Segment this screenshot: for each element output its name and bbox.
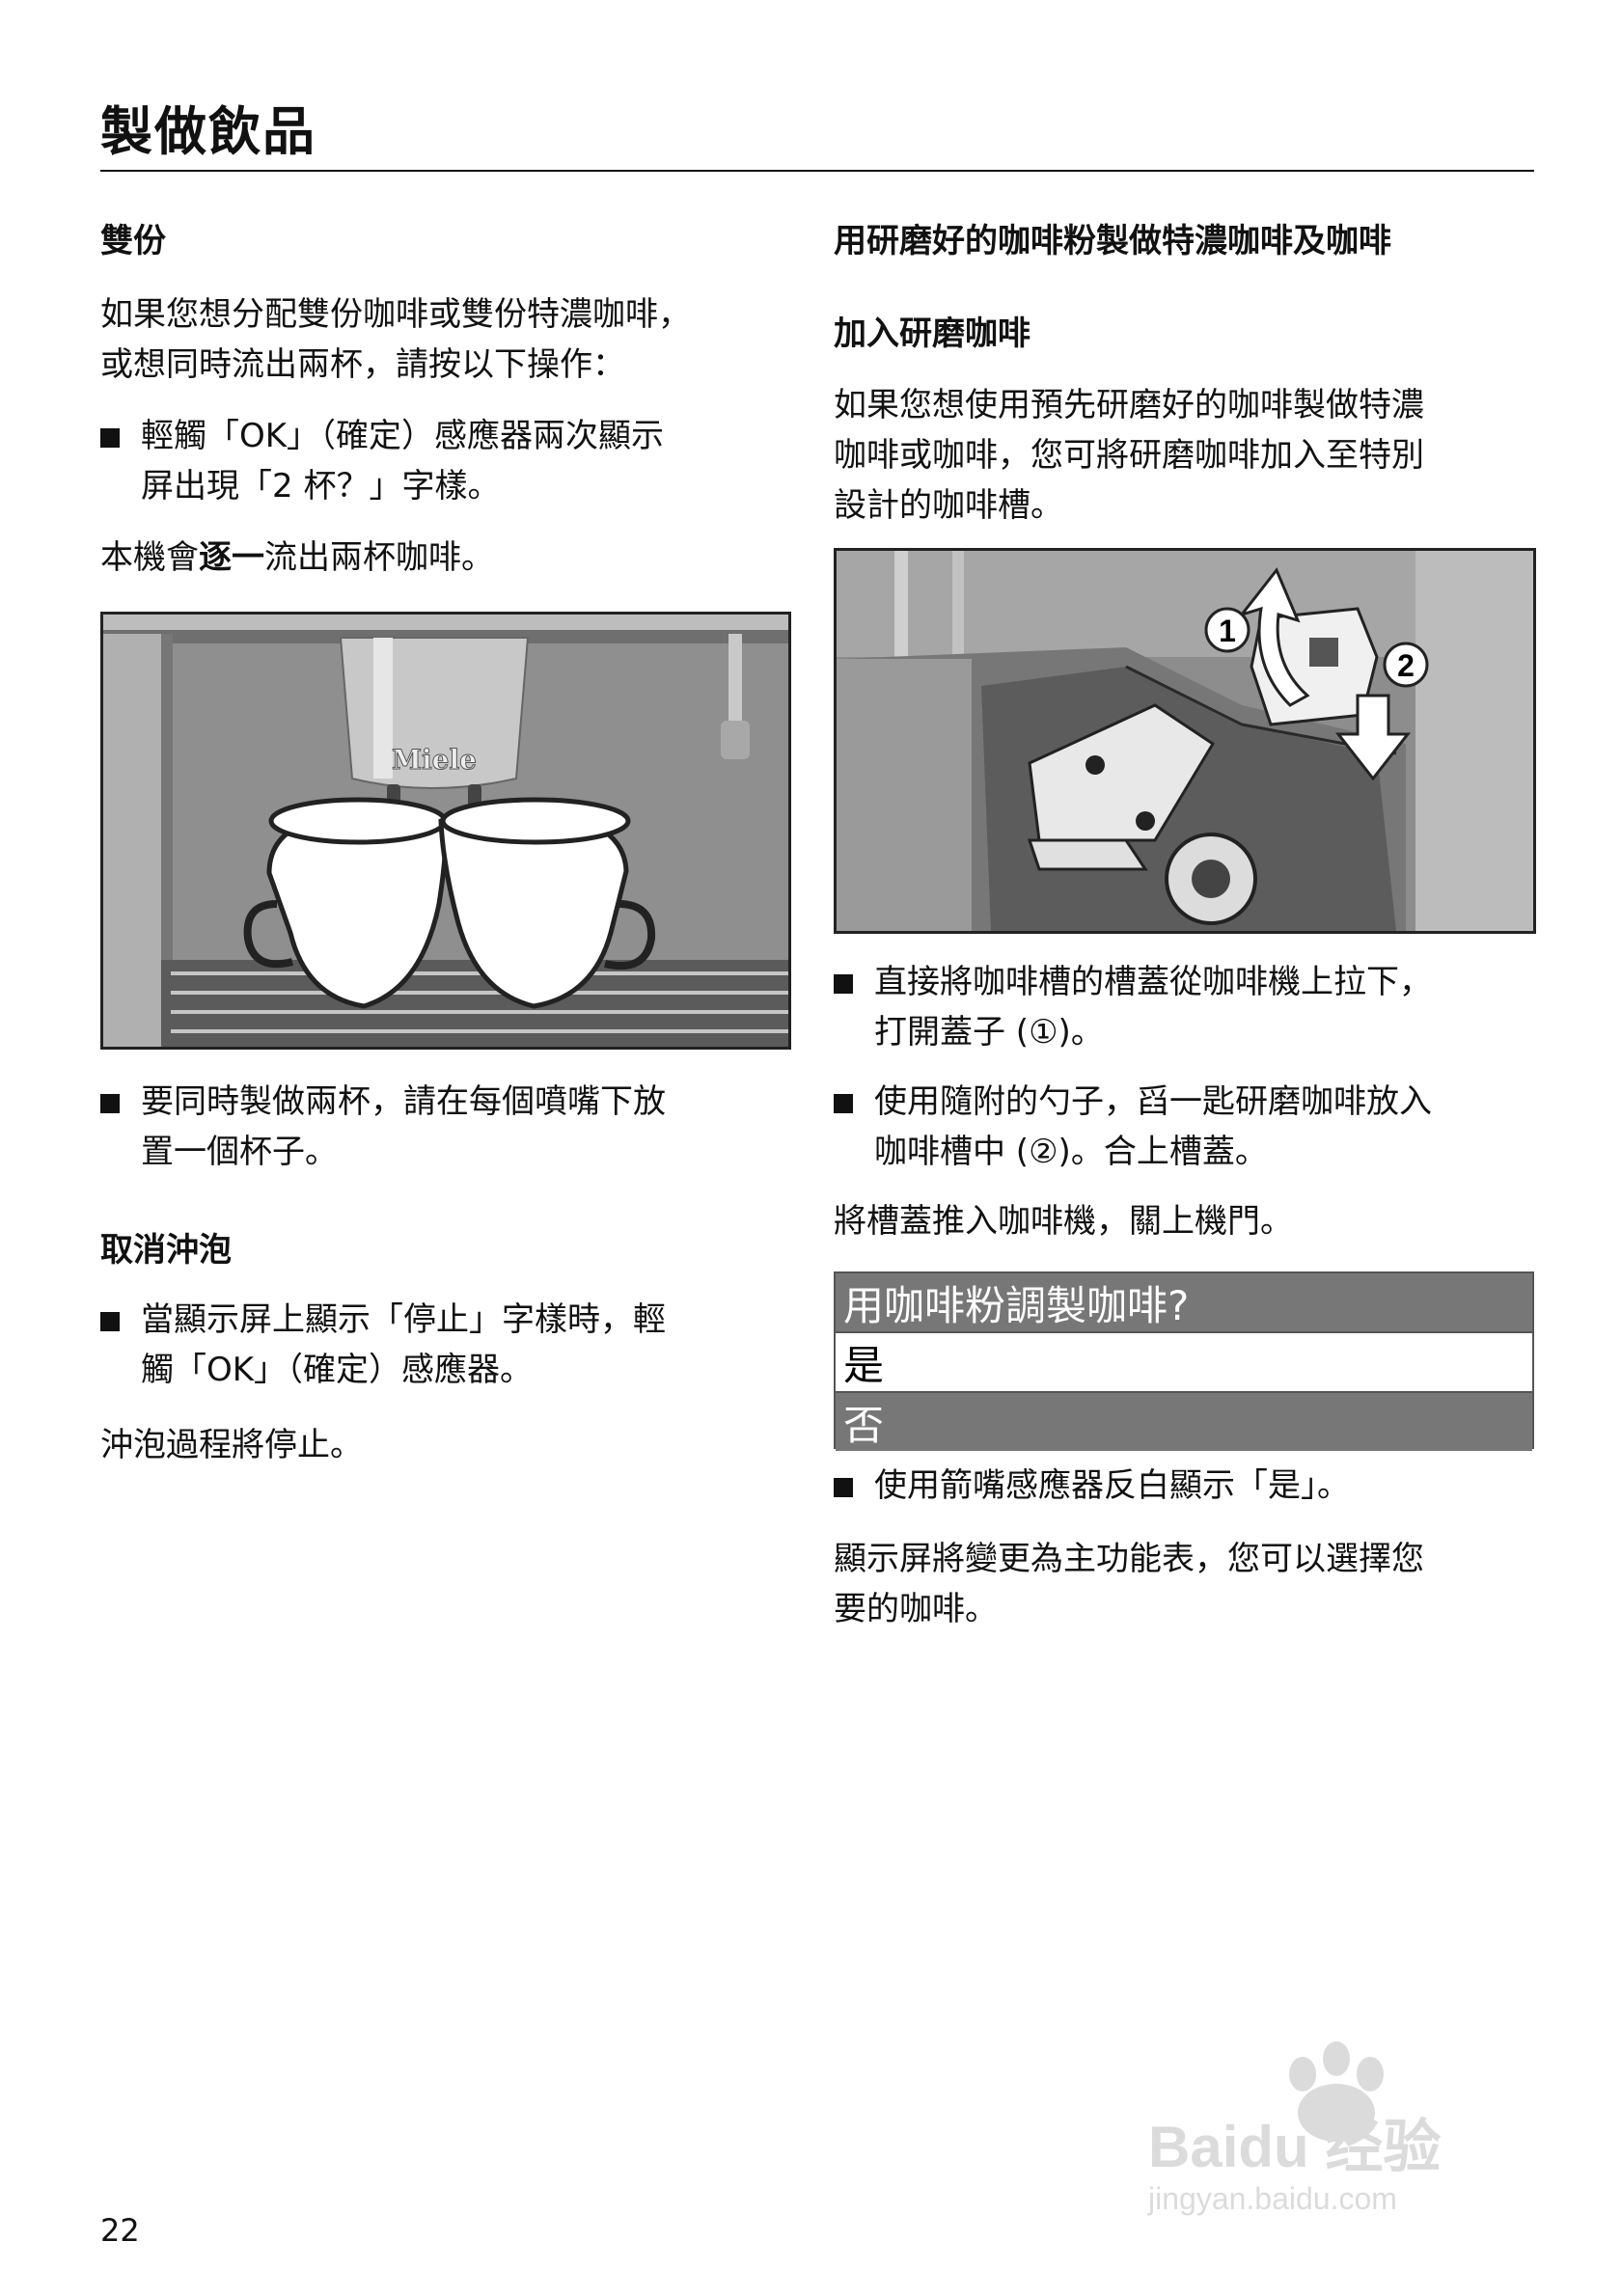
- double-intro-line2: 或想同時流出兩杯，請按以下操作：: [100, 345, 625, 384]
- watermark-url: jingyan.baidu.com: [1147, 2181, 1397, 2216]
- section-heading-double: 雙份: [100, 222, 166, 260]
- bullet-line2: 打開蓋子 (①)。: [874, 1013, 1104, 1052]
- bullet-square-icon: [100, 1312, 120, 1331]
- bullet-square-icon: [834, 1478, 853, 1497]
- double-intro: 如果您想分配雙份咖啡或雙份特濃咖啡， 或想同時流出兩杯，請按以下操作：: [100, 289, 795, 390]
- outro-line2: 要的咖啡。: [834, 1590, 998, 1628]
- bullet-line1: 輕觸「OK」（確定）感應器兩次顯示: [141, 417, 665, 455]
- cancel-result: 沖泡過程將停止。: [100, 1426, 363, 1464]
- subheading-add-ground-coffee: 加入研磨咖啡: [834, 314, 1030, 353]
- bullet-line1: 直接將咖啡槽的槽蓋從咖啡機上拉下，: [874, 963, 1432, 1001]
- bullet-line2: 咖啡槽中 (②)。合上槽蓋。: [874, 1133, 1268, 1171]
- bullet-touch-ok-twice: 輕觸「OK」（確定）感應器兩次顯示 屏出現「2 杯？」字樣。: [100, 411, 797, 511]
- main-menu-note: 顯示屏將變更為主功能表，您可以選擇您 要的咖啡。: [834, 1534, 1544, 1634]
- callout-2-icon: [1383, 642, 1429, 688]
- section-heading-ground-coffee: 用研磨好的咖啡粉製做特濃咖啡及咖啡: [834, 222, 1391, 260]
- device-display: 用咖啡粉調製咖啡? 是 否: [834, 1271, 1534, 1451]
- bullet-touch-ok-stop: 當顯示屏上顯示「停止」字樣時，輕 觸「OK」（確定）感應器。: [100, 1295, 797, 1395]
- bullet-square-icon: [100, 428, 120, 448]
- bullet-line1: 使用箭嘴感應器反白顯示「是」。: [874, 1466, 1350, 1505]
- intro-line3: 設計的咖啡槽。: [834, 486, 1063, 525]
- bullet-line1: 使用隨附的勺子，舀一匙研磨咖啡放入: [874, 1082, 1432, 1121]
- ground-coffee-intro: 如果您想使用預先研磨好的咖啡製做特濃 咖啡或咖啡，您可將研磨咖啡加入至特別 設計…: [834, 380, 1544, 531]
- note-prefix: 本機會: [100, 538, 199, 577]
- callout-1-label: 1: [1219, 614, 1236, 648]
- bullet-line1: 要同時製做兩杯，請在每個噴嘴下放: [141, 1082, 666, 1121]
- title-divider: [100, 170, 1534, 172]
- outro-line1: 顯示屏將變更為主功能表，您可以選擇您: [834, 1540, 1424, 1578]
- display-option-no[interactable]: 否: [836, 1393, 1532, 1451]
- two-cups-figure: Miele: [100, 612, 791, 1050]
- bullet-add-coffee: 使用隨附的勺子，舀一匙研磨咖啡放入 咖啡槽中 (②)。合上槽蓋。: [834, 1077, 1550, 1177]
- note-suffix: 流出兩杯咖啡。: [264, 538, 494, 577]
- bullet-line1: 當顯示屏上顯示「停止」字樣時，輕: [141, 1300, 666, 1339]
- note-bold: 逐一: [199, 538, 264, 577]
- two-cups-illustration: Miele: [103, 615, 788, 1047]
- bullet-open-lid: 直接將咖啡槽的槽蓋從咖啡機上拉下， 打開蓋子 (①)。: [834, 957, 1550, 1057]
- intro-line1: 如果您想使用預先研磨好的咖啡製做特濃: [834, 386, 1424, 424]
- display-option-yes[interactable]: 是: [836, 1331, 1532, 1393]
- bullet-place-two-cups: 要同時製做兩杯，請在每個噴嘴下放 置一個杯子。: [100, 1077, 797, 1177]
- intro-line2: 咖啡或咖啡，您可將研磨咖啡加入至特別: [834, 436, 1424, 475]
- coffee-chute-figure: 1 2: [834, 548, 1536, 934]
- double-intro-line1: 如果您想分配雙份咖啡或雙份特濃咖啡，: [100, 295, 691, 334]
- bullet-square-icon: [834, 1094, 853, 1113]
- one-after-another-note: 本機會逐一流出兩杯咖啡。: [100, 533, 795, 583]
- bullet-line2: 屏出現「2 杯？」字樣。: [141, 467, 501, 506]
- baidu-watermark: Baidu 经验 jingyan.baidu.com: [1147, 2041, 1441, 2216]
- coffee-chute-illustration: 1 2: [837, 551, 1533, 931]
- callout-2-label: 2: [1397, 648, 1415, 683]
- display-title: 用咖啡粉調製咖啡?: [836, 1273, 1532, 1331]
- bullet-square-icon: [100, 1094, 120, 1113]
- page-number: 22: [100, 2212, 140, 2249]
- section-heading-cancel: 取消沖泡: [100, 1231, 232, 1270]
- callout-1-icon: [1204, 607, 1250, 653]
- watermark-brand: Baidu 经验: [1148, 2115, 1441, 2179]
- bullet-line2: 置一個杯子。: [141, 1133, 338, 1171]
- page-title: 製做飲品: [100, 101, 316, 162]
- brand-logo: Miele: [392, 744, 477, 776]
- bullet-highlight-yes: 使用箭嘴感應器反白顯示「是」。: [834, 1461, 1550, 1511]
- close-door-note: 將槽蓋推入咖啡機，關上機門。: [834, 1202, 1293, 1241]
- bullet-square-icon: [834, 974, 853, 994]
- bullet-line2: 觸「OK」（確定）感應器。: [141, 1351, 534, 1389]
